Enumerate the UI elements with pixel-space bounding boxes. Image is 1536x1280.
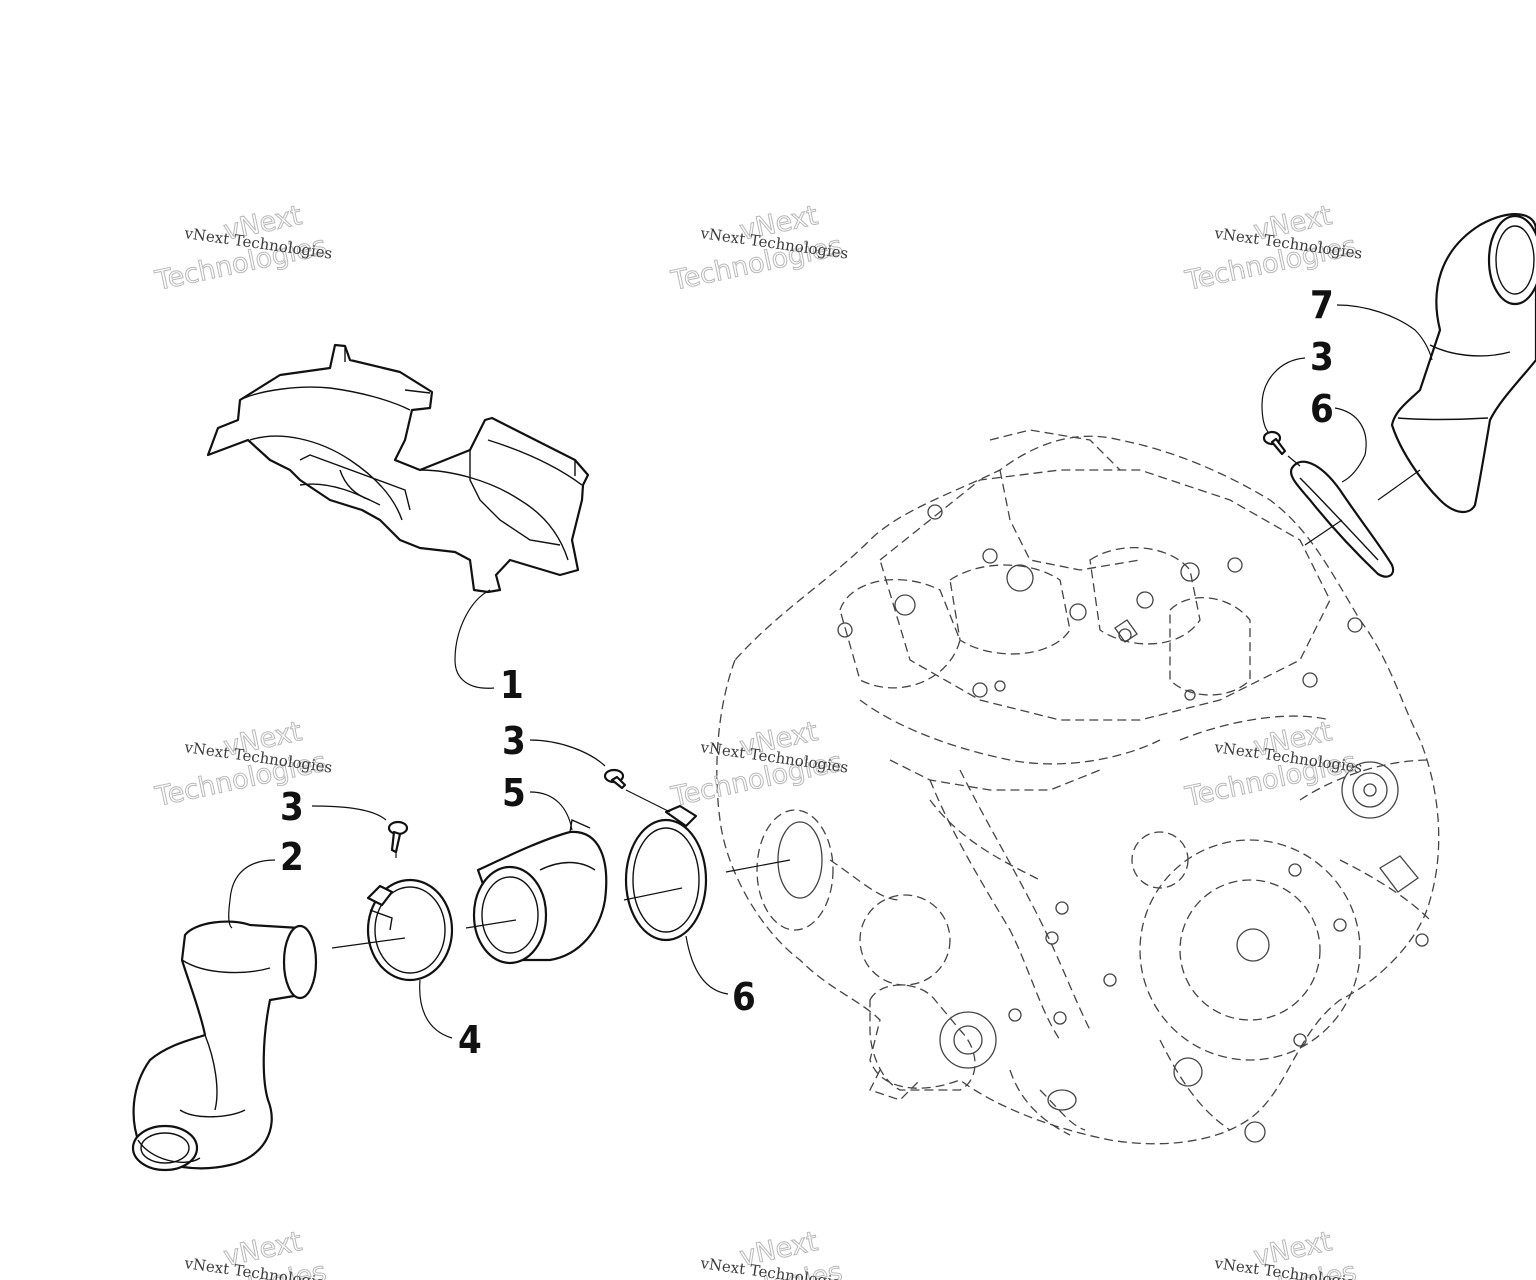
coupling-boot-part: [472, 818, 608, 965]
callout-6-upper: 6: [1310, 387, 1334, 431]
callout-3-middle: 3: [502, 719, 526, 763]
intake-elbow-part: [1390, 213, 1536, 513]
callout-6-lower: 6: [732, 975, 756, 1019]
callout-4: 4: [458, 1018, 482, 1062]
watermark-top-right: vNext Technologies vNext Technologies: [1182, 200, 1364, 298]
callout-5: 5: [502, 771, 526, 815]
watermark-mid-right: vNext Technologies vNext Technologies: [1182, 716, 1364, 814]
callout-3-right: 3: [1310, 335, 1334, 379]
screw-part-b: [603, 768, 627, 790]
callout-labels: 1 2 3 3 3 4 5 6 6 7: [280, 283, 1334, 1062]
callout-1: 1: [500, 663, 524, 707]
clamp-small-part: [366, 878, 454, 982]
watermark-mid-left: vNext Technologies vNext Technologies: [152, 716, 334, 814]
callout-3-left: 3: [280, 785, 304, 829]
leader-lines: [228, 304, 1433, 1039]
watermark-mid-middle: vNext Technologies vNext Technologies: [668, 716, 850, 814]
watermark-bottom-right: vNext Technologies vNext Technologies: [1182, 1226, 1364, 1280]
watermark-bottom-left: vNext Technologies vNext Technologies: [152, 1226, 334, 1280]
watermark-bottom-middle: vNext Technologies vNext Technologies: [668, 1226, 850, 1280]
callout-7: 7: [1310, 283, 1334, 327]
watermark-top-middle: vNext Technologies vNext Technologies: [668, 200, 850, 298]
heat-shield-part: [206, 343, 590, 594]
engine-assembly-phantom: [716, 429, 1440, 1145]
intake-hose-part: [131, 920, 318, 1172]
clamp-large-part-a: [624, 804, 708, 942]
screw-part-a: [387, 820, 409, 854]
callout-2: 2: [280, 835, 304, 879]
watermark-top-left: vNext Technologies vNext Technologies: [152, 200, 334, 298]
clamp-large-part-b: [1289, 460, 1395, 578]
screw-part-c: [1262, 430, 1287, 456]
